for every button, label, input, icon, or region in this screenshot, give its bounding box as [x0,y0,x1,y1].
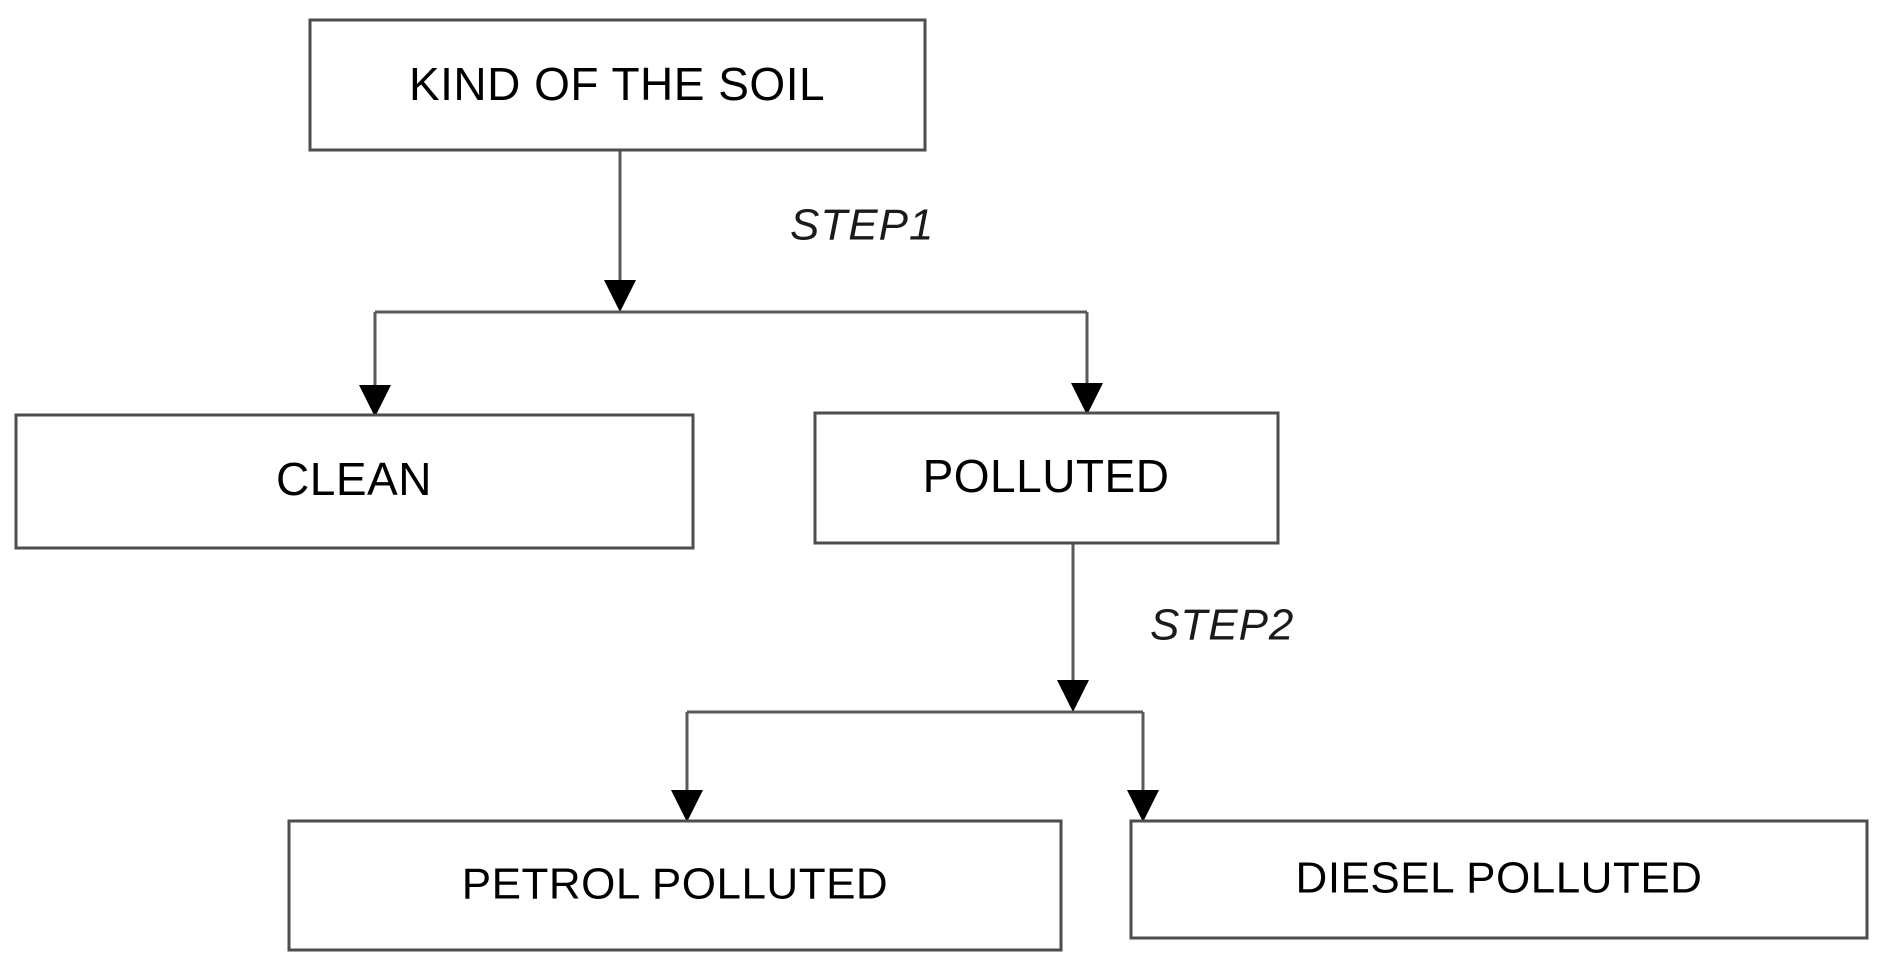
node-polluted[interactable]: POLLUTED [813,411,1280,545]
node-petrol-polluted-label: PETROL POLLUTED [462,860,888,909]
node-petrol-polluted-box[interactable] [287,819,1063,952]
node-diesel-polluted[interactable]: DIESEL POLLUTED [1129,819,1869,940]
edge-step1-arrowhead-clean [359,385,391,417]
edge-step1 [359,150,1103,417]
node-diesel-polluted-box[interactable] [1129,819,1869,940]
node-petrol-polluted[interactable]: PETROL POLLUTED [287,819,1063,952]
node-clean-label: CLEAN [276,453,432,505]
node-kind-of-the-soil[interactable]: KIND OF THE SOIL [308,18,927,152]
node-clean[interactable]: CLEAN [14,413,695,550]
edge-step1-arrowhead-trunk [604,280,636,312]
node-polluted-box[interactable] [813,411,1280,545]
node-diesel-polluted-label: DIESEL POLLUTED [1296,854,1703,903]
edge-step2-arrowhead-trunk [1057,680,1089,712]
node-kind-of-the-soil-label: KIND OF THE SOIL [409,58,825,110]
edge-step2-arrowhead-diesel [1127,790,1159,822]
edge-step2 [671,543,1159,822]
edge-label-step1: STEP1 [790,201,934,250]
node-clean-box[interactable] [14,413,695,550]
edge-step1-arrowhead-polluted [1071,383,1103,415]
edge-step2-arrowhead-petrol [671,790,703,822]
node-kind-of-the-soil-box[interactable] [308,18,927,152]
node-polluted-label: POLLUTED [923,450,1170,502]
edge-label-step2: STEP2 [1150,601,1294,650]
